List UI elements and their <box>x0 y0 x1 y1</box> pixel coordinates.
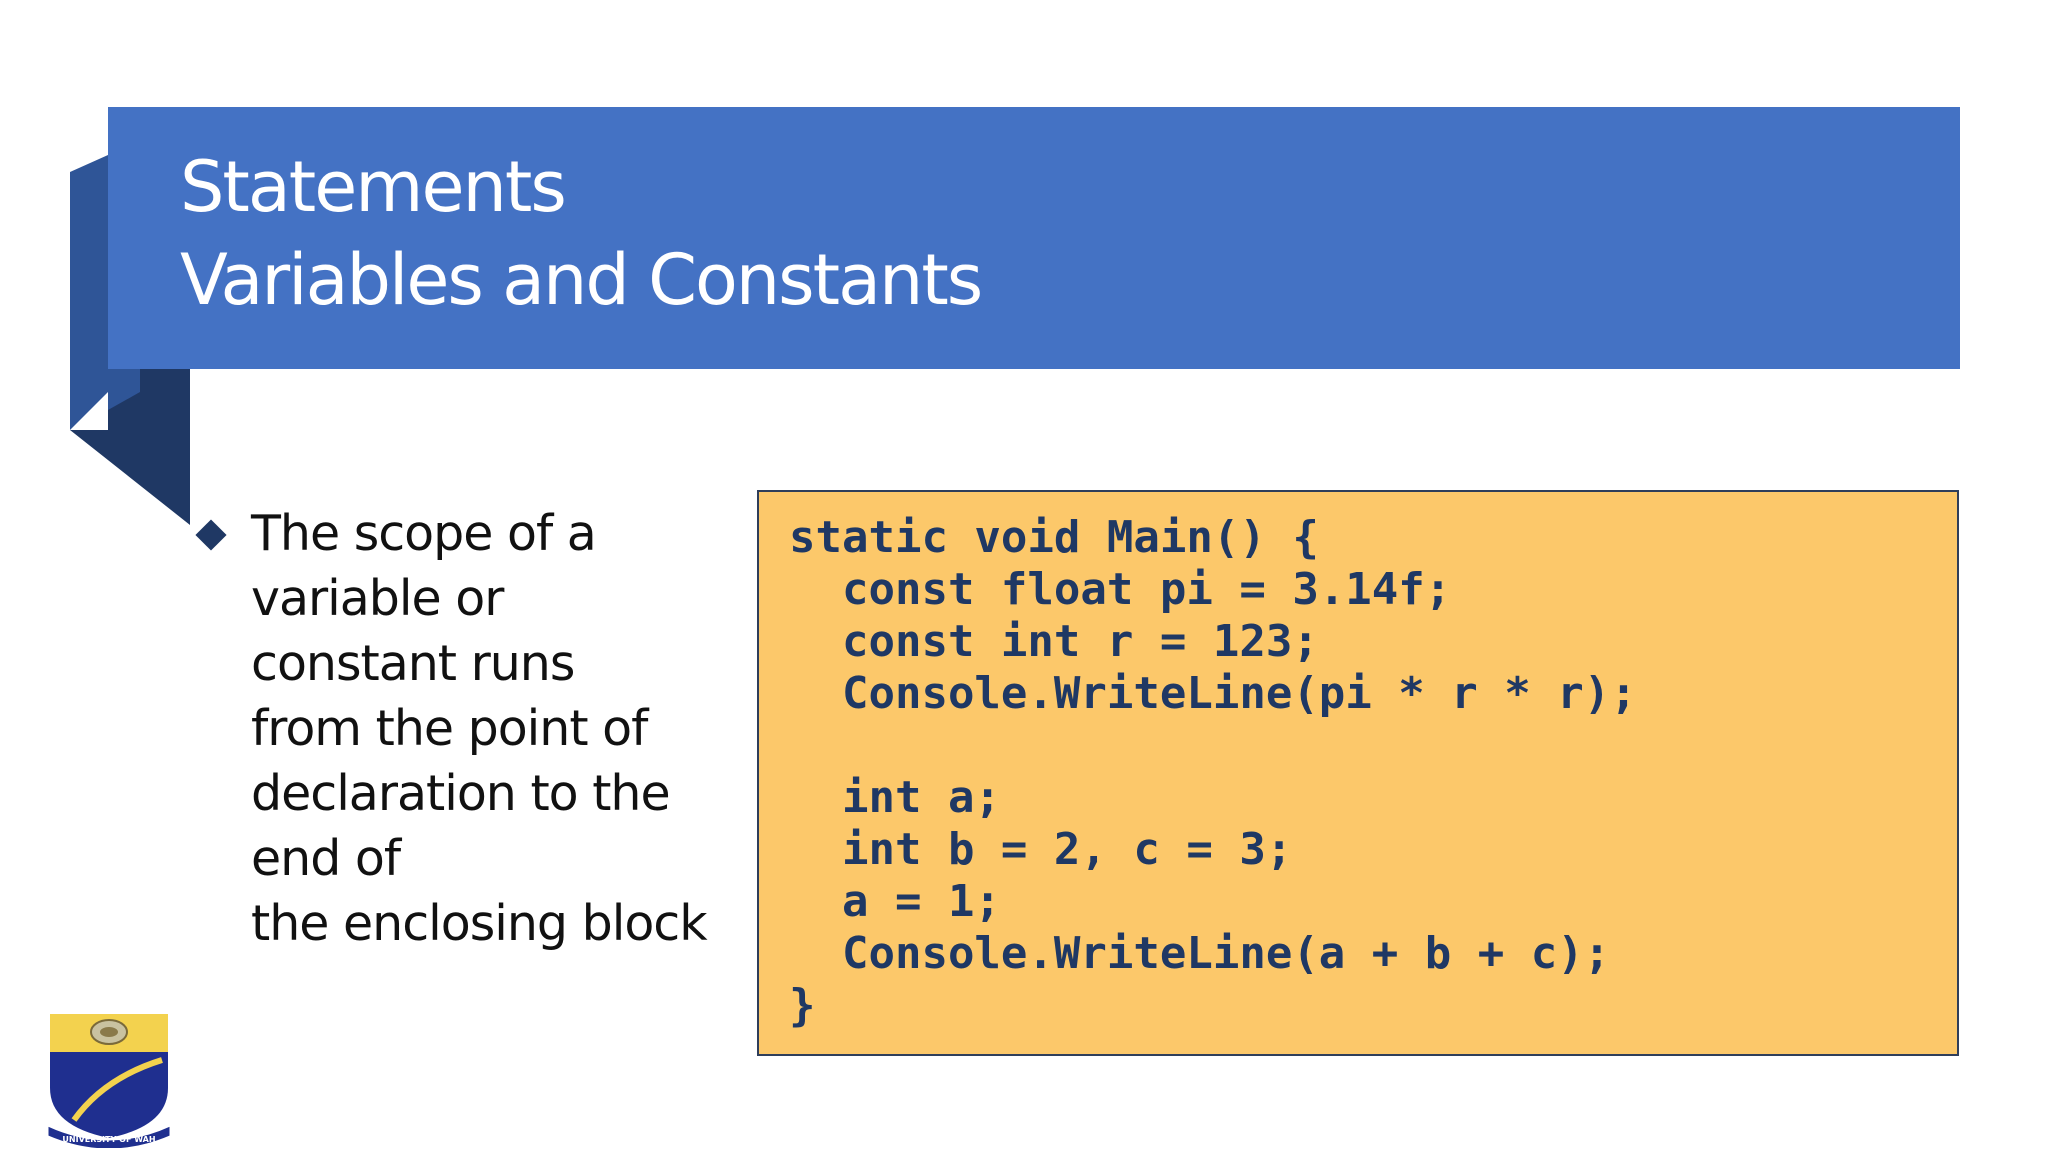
code-listing: static void Main() { const float pi = 3.… <box>789 512 1637 1032</box>
code-line: int b = 2, c = 3; <box>789 824 1293 875</box>
university-crest-logo: UNIVERSITY OF WAH <box>47 1014 171 1148</box>
slide-title: Statements <box>180 146 567 228</box>
bullet-line: constant runs <box>251 635 575 692</box>
code-line: } <box>789 980 816 1031</box>
code-line: const float pi = 3.14f; <box>789 564 1452 615</box>
bullet-line: variable or <box>251 570 504 627</box>
bullet-line: end of <box>251 830 401 887</box>
slide-subtitle: Variables and Constants <box>180 239 983 321</box>
code-box: static void Main() { const float pi = 3.… <box>757 490 1959 1056</box>
code-line: a = 1; <box>789 876 1001 927</box>
code-line: Console.WriteLine(a + b + c); <box>789 928 1611 979</box>
bullet-line: the enclosing block <box>251 895 708 952</box>
bullet-text: The scope of a variable or constant runs… <box>251 501 751 956</box>
code-line: int a; <box>789 772 1001 823</box>
bullet-line: from the point of <box>251 700 648 757</box>
bullet-line: declaration to the <box>251 765 671 822</box>
title-bar <box>108 107 1960 369</box>
svg-text:UNIVERSITY OF WAH: UNIVERSITY OF WAH <box>62 1135 155 1144</box>
code-line: Console.WriteLine(pi * r * r); <box>789 668 1637 719</box>
code-line: const int r = 123; <box>789 616 1319 667</box>
code-line <box>789 720 1637 772</box>
bullet-line: The scope of a <box>251 505 597 562</box>
code-line: static void Main() { <box>789 512 1319 563</box>
